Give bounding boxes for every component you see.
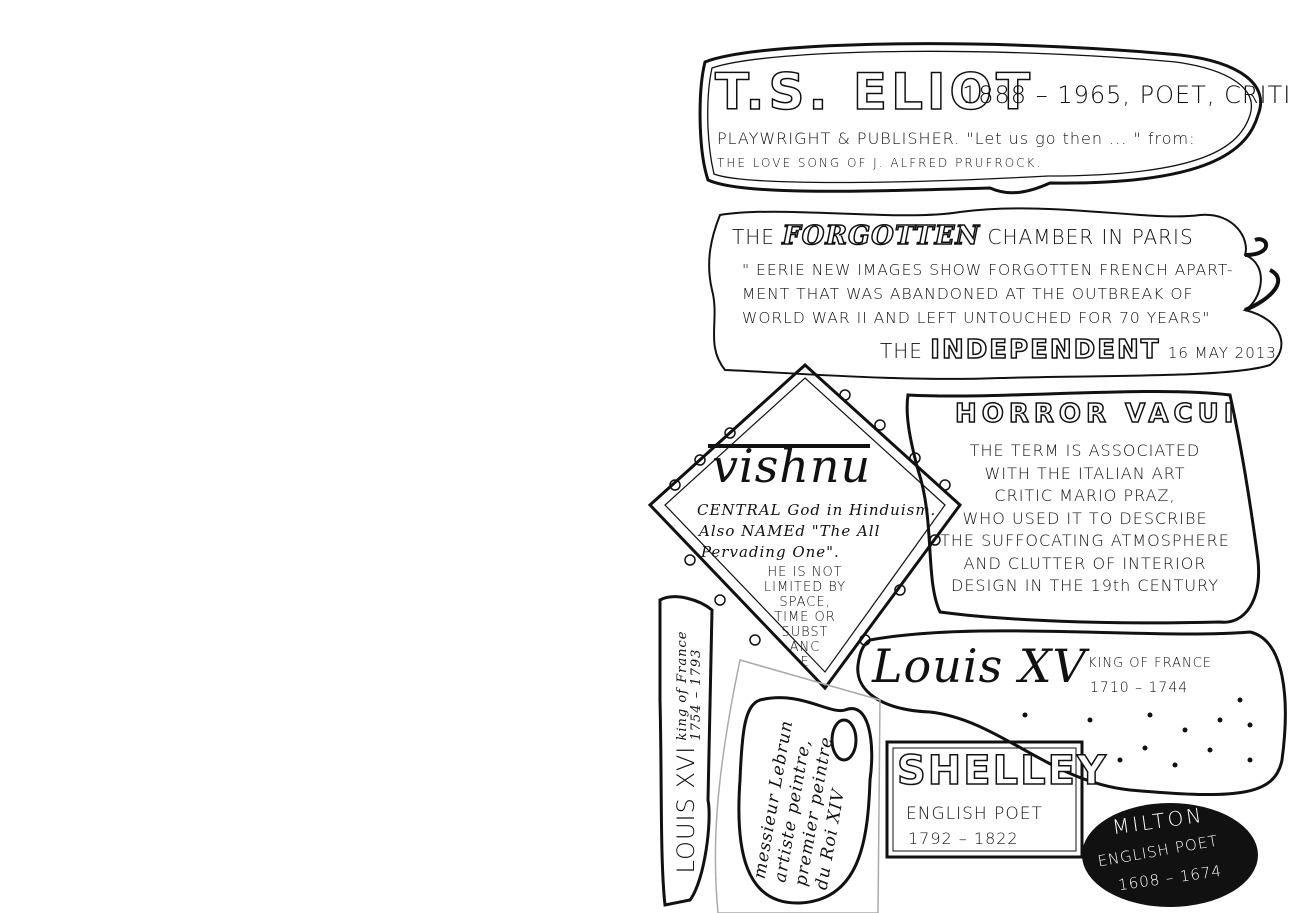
vishnu-line: Also NAMEd "The All bbox=[699, 522, 881, 540]
vishnu-name: vishnu bbox=[712, 439, 872, 493]
vishnu-frame bbox=[647, 362, 963, 691]
chamber-frame bbox=[708, 207, 1283, 380]
source-pre: THE bbox=[880, 339, 923, 363]
horror-line: AND CLUTTER OF INTERIOR bbox=[963, 553, 1207, 573]
vishnu-line: Pervading One". bbox=[701, 543, 840, 561]
shelley-frame bbox=[885, 740, 1084, 859]
eliot-dates: 1888 – 1965, POET, CRITIC, bbox=[962, 81, 1292, 109]
horror-line: CRITIC MARIO PRAZ, bbox=[994, 486, 1176, 505]
vishnu-line: HE IS NOT bbox=[767, 565, 843, 580]
vishnu-desc: CENTRAL God in Hinduism. Also NAMEd "The… bbox=[697, 500, 936, 563]
vishnu-desc-2: HE IS NOT LIMITED BY SPACE, TIME OR SUBS… bbox=[740, 565, 870, 670]
horror-line: WITH THE ITALIAN ART bbox=[984, 463, 1186, 483]
louis15-name: Louis XV bbox=[872, 639, 1087, 693]
chamber-source: THE INDEPENDENT 16 MAY 2013 bbox=[880, 334, 1277, 366]
eliot-frame bbox=[698, 42, 1263, 195]
shelley-title: ENGLISH POET bbox=[906, 804, 1043, 824]
vishnu-line: E bbox=[800, 655, 810, 670]
horror-line: DESIGN IN THE 19th CENTURY bbox=[951, 576, 1219, 595]
quote-line: MENT THAT WAS ABANDONED AT THE OUTBREAK … bbox=[742, 285, 1194, 303]
source-name: INDEPENDENT bbox=[930, 334, 1161, 365]
vishnu-line: SUBST bbox=[781, 625, 829, 640]
vishnu-line: CENTRAL God in Hinduism. bbox=[697, 501, 937, 519]
chamber-title-pre: THE bbox=[732, 225, 775, 249]
shelley-dates: 1792 – 1822 bbox=[908, 829, 1019, 848]
palette bbox=[737, 696, 874, 905]
chamber-title-word: FORGOTTEN bbox=[782, 220, 981, 251]
shelley-name: SHELLEY bbox=[896, 747, 1108, 795]
louis16-text: LOUIS XVI king of France 1754 – 1793 bbox=[671, 630, 704, 874]
louis16-dates: 1754 – 1793 bbox=[688, 648, 704, 741]
louis16-name: LOUIS XVI bbox=[671, 745, 700, 874]
quote-line: WORLD WAR II AND LEFT UNTOUCHED FOR 70 Y… bbox=[742, 309, 1211, 327]
milton-oval bbox=[1082, 803, 1258, 907]
louis15-title: KING OF FRANCE bbox=[1088, 656, 1213, 671]
horror-line: WHO USED IT TO DESCRIBE bbox=[962, 508, 1208, 528]
louis15-dates: 1710 – 1744 bbox=[1090, 680, 1189, 696]
chamber-quote: " EERIE NEW IMAGES SHOW FORGOTTEN FRENCH… bbox=[742, 258, 1234, 330]
horror-text: THE TERM IS ASSOCIATED WITH THE ITALIAN … bbox=[930, 440, 1240, 598]
vishnu-line: TIME OR bbox=[774, 610, 836, 625]
chamber-title-post: CHAMBER IN PARIS bbox=[987, 225, 1194, 249]
horror-line: THE TERM IS ASSOCIATED bbox=[969, 441, 1201, 460]
horror-line: THE SUFFOCATING ATMOSPHERE bbox=[940, 531, 1230, 550]
horror-title: HORROR VACUI bbox=[954, 398, 1239, 429]
vishnu-line: LIMITED BY bbox=[763, 580, 847, 595]
chamber-title: THE FORGOTTEN CHAMBER IN PARIS bbox=[732, 220, 1194, 252]
louis16-title: king of France bbox=[674, 630, 690, 741]
louis16-banner bbox=[658, 595, 714, 907]
louis15-frame bbox=[856, 629, 1287, 797]
vishnu-line: ANC bbox=[789, 640, 821, 655]
eliot-name: T.S. ELIOT bbox=[714, 63, 1035, 121]
eliot-line2: PLAYWRIGHT & PUBLISHER. "Let us go then … bbox=[717, 129, 1196, 148]
vishnu-line: SPACE, bbox=[779, 595, 831, 610]
eliot-line3: THE LOVE SONG OF J. ALFRED PRUFROCK. bbox=[717, 156, 1043, 170]
horror-frame bbox=[905, 389, 1261, 625]
quote-line: " EERIE NEW IMAGES SHOW FORGOTTEN FRENCH… bbox=[742, 261, 1234, 279]
source-date: 16 MAY 2013 bbox=[1167, 344, 1277, 362]
